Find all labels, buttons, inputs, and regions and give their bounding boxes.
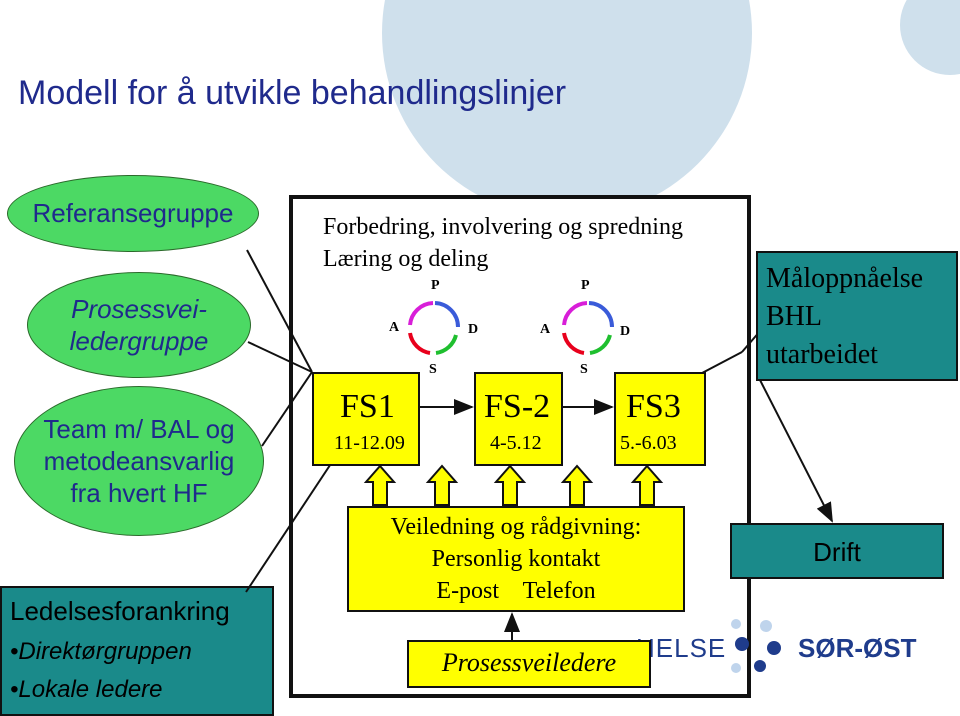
fs3-box: FS3 5.-6.03 [614,372,706,466]
prosessveiledere-label: Prosessveiledere [441,648,617,677]
logo-dots-icon [731,619,781,673]
lokale-ledere-item: •Lokale ledere [10,676,163,703]
veiledning-box: Veiledning og rådgivning: Personlig kont… [347,506,685,612]
pdsa1-s-label: S [429,362,437,377]
prosessveiledergruppe-ellipse: Prosessvei- ledergruppe [27,272,251,378]
prosessveiledergruppe-label-1: Prosessvei- [71,294,207,324]
pdsa2-d-label: D [620,324,631,339]
pdsa-cycle-1 [408,301,461,355]
panel-heading-2: Læring og deling [323,246,489,272]
team-ellipse: Team m/ BAL og metodeansvarlig fra hvert… [14,386,264,536]
veiledning-line-3: E-post Telefon [436,578,596,604]
logo-sor-ost-text: SØR-ØST [798,633,917,663]
pdsa1-p-label: P [431,278,440,293]
maloppnaelse-line-3: utarbeidet [766,339,878,370]
fs2-label: FS-2 [484,388,551,425]
fs3-label: FS3 [626,388,681,425]
fs1-box: FS1 11-12.09 [312,372,420,466]
ledelsesforankring-title: Ledelsesforankring [10,596,230,626]
referansegruppe-ellipse: Referansegruppe [7,175,259,252]
pdsa1-d-label: D [468,322,479,337]
pdsa2-p-label: P [581,278,590,293]
ledelsesforankring-box: Ledelsesforankring •Direktørgruppen •Lok… [0,586,274,716]
veiledning-line-2: Personlig kontakt [431,546,601,572]
fs3-date: 5.-6.03 [620,432,677,454]
prosessveiledere-box: Prosessveiledere [407,640,651,688]
drift-box: Drift [730,523,944,579]
fs2-date: 4-5.12 [490,432,542,454]
drift-label: Drift [813,537,861,567]
maloppnaelse-line-1: Måloppnåelse [766,263,924,294]
fs2-box: FS-2 4-5.12 [474,372,563,466]
pdsa-cycle-2 [562,301,615,355]
referansegruppe-label: Referansegruppe [32,198,234,228]
prosessveiledergruppe-label-2: ledergruppe [69,326,209,356]
pdsa2-a-label: A [540,322,551,337]
page-title: Modell for å utvikle behandlingslinjer [18,74,567,112]
pdsa2-s-label: S [580,362,588,377]
team-label-2: metodeansvarlig [43,446,235,476]
veiledning-line-1: Veiledning og rådgivning: [390,514,642,540]
maloppnaelse-line-2: BHL [766,301,822,332]
maloppnaelse-box: Måloppnåelse BHL utarbeidet [756,251,958,381]
fs1-date: 11-12.09 [334,432,405,454]
direktorgruppen-item: •Direktørgruppen [10,638,192,665]
team-label-3: fra hvert HF [70,478,208,508]
pdsa1-a-label: A [389,320,400,335]
fs1-label: FS1 [340,388,395,425]
team-label-1: Team m/ BAL og [43,414,235,444]
panel-heading-1: Forbedring, involvering og spredning [323,214,683,240]
